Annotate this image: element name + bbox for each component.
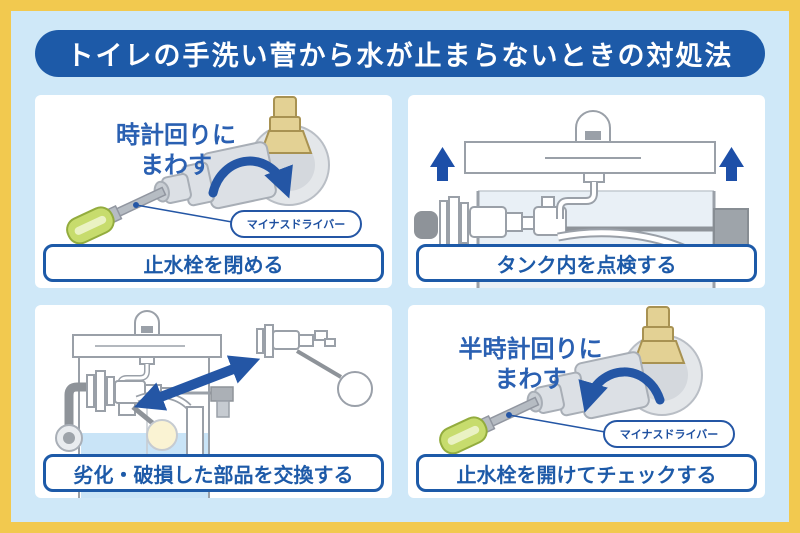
panel-close-shutoff-valve: マイナスドライバー 時計回りに まわす 止水栓を閉める (35, 95, 392, 288)
panel-inspect-tank: タンク内を点検する (408, 95, 765, 288)
supply-pipe-icon (55, 382, 97, 452)
new-float-ball-icon (337, 371, 373, 407)
rotate-direction-label: 時計回りに まわす (116, 122, 236, 179)
step-caption: 止水栓を開けてチェックする (416, 454, 757, 492)
old-float-ball-icon (146, 419, 178, 451)
rotate-direction-label: 半時計回りに まわす (458, 336, 603, 393)
panel-open-shutoff-valve: マイナスドライバー 半時計回りに まわす 止水栓を開けてチェックする (408, 305, 765, 498)
title-banner: トイレの手洗い菅から水が止まらないときの対処法 (35, 30, 765, 77)
flathead-screwdriver-icon (439, 396, 540, 455)
step-caption: 止水栓を閉める (43, 244, 384, 282)
tank-lid-icon (464, 110, 716, 219)
swap-double-arrow-icon (133, 355, 261, 411)
lift-up-arrow-right-icon (719, 147, 744, 181)
tool-label: マイナスドライバー (247, 218, 346, 231)
panel-replace-parts: 劣化・破損した部品を交換する (35, 305, 392, 498)
new-fill-valve-icon (256, 324, 373, 407)
tool-label-bubble: マイナスドライバー (506, 412, 735, 448)
fill-valve-icon (414, 196, 567, 250)
step-caption: タンク内を点検する (416, 244, 757, 282)
clockwise-arrow-icon (208, 156, 293, 199)
steps-grid: マイナスドライバー 時計回りに まわす 止水栓を閉める (35, 95, 765, 498)
brass-stem-icon (632, 306, 686, 364)
tool-label-bubble: マイナスドライバー (133, 202, 362, 238)
counterclockwise-arrow-icon (578, 367, 665, 413)
step-caption: 劣化・破損した部品を交換する (43, 454, 384, 492)
page-title: トイレの手洗い菅から水が止まらないときの対処法 (66, 41, 734, 71)
tank-lid-icon (72, 310, 222, 391)
lift-up-arrow-left-icon (430, 147, 455, 181)
flathead-screwdriver-icon (66, 186, 167, 245)
brass-stem-icon (259, 96, 313, 154)
tool-label: マイナスドライバー (620, 428, 719, 441)
shutoff-valve-open-illustration: マイナスドライバー (439, 306, 735, 455)
shutoff-valve-close-illustration: マイナスドライバー (66, 96, 362, 245)
valve-body-icon (153, 141, 277, 210)
